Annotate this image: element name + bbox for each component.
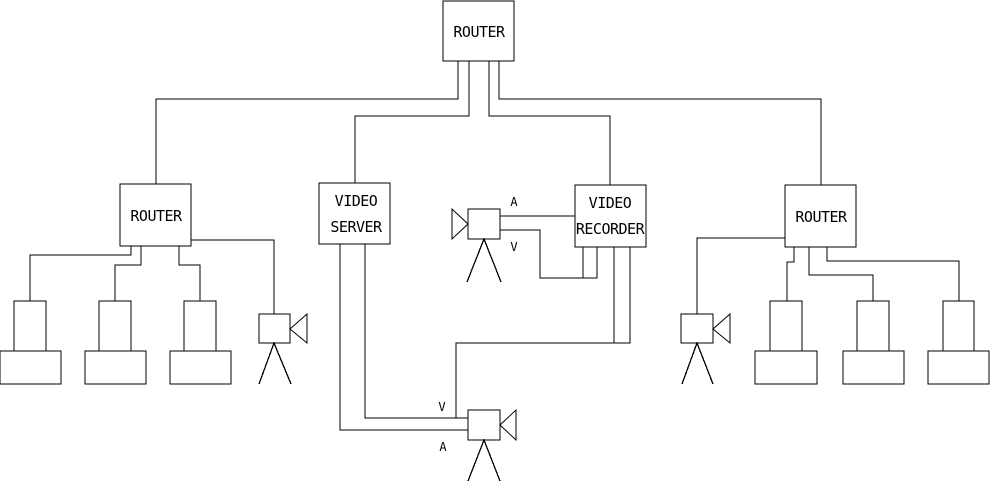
connector-main-to-video-recorder bbox=[488, 61, 611, 185]
bottom-audio-label: A bbox=[439, 440, 447, 454]
camera-body bbox=[467, 409, 501, 441]
camera-lens-icon bbox=[289, 312, 308, 345]
router-main[interactable]: ROUTER bbox=[442, 0, 515, 62]
camera-tripod-icon bbox=[466, 237, 502, 283]
connector-main-to-video-server bbox=[354, 61, 470, 183]
video-server-label-line2: SERVER bbox=[330, 218, 383, 236]
computer-left-2[interactable] bbox=[84, 300, 147, 385]
computer-tower bbox=[183, 300, 217, 352]
computer-base bbox=[169, 350, 232, 385]
connector-left-router-to-camera bbox=[191, 239, 275, 314]
computer-base bbox=[842, 350, 905, 385]
camera-lens-icon bbox=[451, 207, 469, 241]
recorder-audio-label: A bbox=[510, 195, 518, 209]
camera-left[interactable] bbox=[258, 312, 308, 385]
connector-recorder-camera-video bbox=[500, 229, 598, 279]
connector-main-to-left-router bbox=[155, 61, 459, 184]
video-server[interactable]: VIDEO SERVER bbox=[318, 182, 391, 245]
connector-main-to-right-router bbox=[498, 61, 822, 185]
router-left-label: ROUTER bbox=[130, 207, 183, 225]
camera-body bbox=[680, 313, 714, 344]
connector-left-router-to-computer-1 bbox=[29, 246, 132, 301]
connector-left-router-to-computer-3 bbox=[178, 246, 201, 301]
computer-tower bbox=[942, 300, 975, 352]
connector-right-router-to-computer-1 bbox=[786, 247, 795, 301]
camera-recorder[interactable] bbox=[451, 207, 502, 283]
computer-base bbox=[84, 350, 147, 385]
camera-bottom[interactable] bbox=[467, 408, 517, 481]
computer-base bbox=[754, 350, 818, 385]
computer-tower bbox=[98, 300, 132, 352]
video-recorder-label-line1: VIDEO bbox=[589, 194, 632, 212]
computer-base bbox=[927, 350, 990, 385]
camera-lens-icon bbox=[499, 408, 517, 442]
router-main-label: ROUTER bbox=[453, 23, 506, 41]
computer-tower bbox=[856, 300, 890, 352]
camera-tripod-icon bbox=[681, 341, 714, 385]
video-server-label-line1: VIDEO bbox=[335, 192, 378, 210]
computer-right-1[interactable] bbox=[754, 300, 818, 385]
computer-right-3[interactable] bbox=[927, 300, 990, 385]
computer-left-3[interactable] bbox=[169, 300, 232, 385]
computer-tower bbox=[769, 300, 803, 352]
computer-left-1[interactable] bbox=[0, 300, 62, 385]
camera-tripod-icon bbox=[258, 341, 292, 385]
connector-right-router-to-camera bbox=[696, 237, 785, 314]
router-right-label: ROUTER bbox=[795, 208, 848, 226]
connector-right-router-to-computer-3 bbox=[826, 247, 960, 301]
video-recorder-label-line2: RECORDER bbox=[576, 220, 646, 238]
connector-recorder-to-bottom-camera bbox=[455, 247, 631, 418]
connector-server-to-bottom-camera-audio bbox=[339, 244, 468, 431]
camera-lens-icon bbox=[712, 312, 731, 345]
computer-right-2[interactable] bbox=[842, 300, 905, 385]
camera-body bbox=[467, 208, 501, 240]
recorder-video-label: V bbox=[510, 240, 517, 254]
bottom-video-label: V bbox=[438, 400, 445, 414]
router-left[interactable]: ROUTER bbox=[119, 183, 192, 247]
computer-base bbox=[0, 350, 62, 385]
computer-tower bbox=[13, 300, 47, 352]
camera-right[interactable] bbox=[680, 312, 731, 385]
connector-server-to-bottom-camera-video bbox=[364, 244, 468, 419]
camera-tripod-icon bbox=[467, 438, 501, 481]
video-recorder[interactable]: VIDEO RECORDER bbox=[574, 184, 647, 248]
router-right[interactable]: ROUTER bbox=[784, 184, 857, 248]
connector-right-router-to-computer-2 bbox=[808, 247, 874, 301]
camera-body bbox=[258, 313, 291, 344]
connector-left-router-to-computer-2 bbox=[114, 246, 142, 301]
